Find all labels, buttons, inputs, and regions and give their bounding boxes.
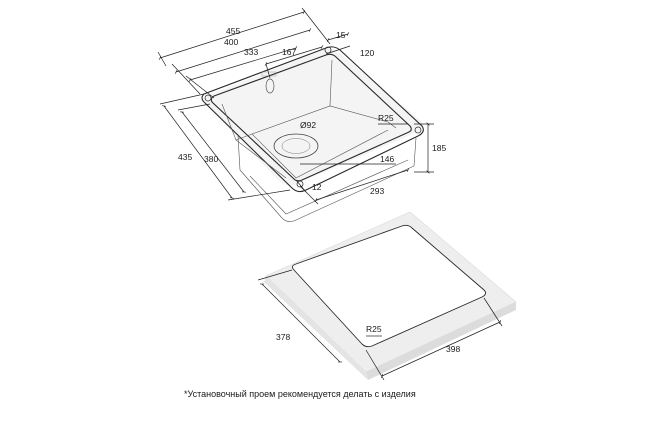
dim-overall-length: 455 bbox=[226, 26, 240, 36]
sink-rim-outer bbox=[201, 46, 424, 193]
sink-drawing bbox=[201, 46, 424, 222]
dim-height: 185 bbox=[432, 143, 446, 153]
clip-left bbox=[204, 94, 212, 102]
sink-drain bbox=[273, 133, 319, 159]
dim-rim-width: 15 bbox=[336, 30, 346, 40]
dim-cutout-length: 398 bbox=[446, 344, 460, 354]
dim-bottom-length: 293 bbox=[370, 186, 384, 196]
cutout-dimension-lines bbox=[257, 269, 503, 381]
dim-overall-width: 435 bbox=[178, 152, 192, 162]
dim-cutout-width: 378 bbox=[276, 332, 290, 342]
installation-footnote: *Установочный проем рекомендуется делать… bbox=[184, 389, 416, 399]
dim-outer-length: 400 bbox=[224, 37, 238, 47]
sink-rim-inner bbox=[210, 53, 412, 182]
dim-cutout-radius: R25 bbox=[366, 324, 382, 334]
dim-corner-radius: R25 bbox=[378, 113, 394, 123]
dim-drain-side-offset: 146 bbox=[380, 154, 394, 164]
clip-right bbox=[414, 126, 422, 134]
dim-drain-offset: 167 bbox=[282, 47, 296, 57]
sink-body bbox=[206, 48, 423, 186]
dim-drain-diameter: Ø92 bbox=[300, 120, 316, 130]
cutout-drawing bbox=[264, 211, 517, 380]
dim-inner-length: 333 bbox=[244, 47, 258, 57]
sink-drain-inner bbox=[281, 138, 311, 154]
sink-dimension-labels: 455 400 333 167 15 120 435 380 Ø92 R25 1… bbox=[178, 26, 446, 196]
clip-bottom bbox=[296, 180, 304, 188]
cutout-dimension-labels: 378 398 R25 bbox=[276, 324, 460, 354]
dim-outer-width: 380 bbox=[204, 154, 218, 164]
dim-depth-offset: 120 bbox=[360, 48, 374, 58]
dim-flange: 12 bbox=[312, 182, 322, 192]
sink-dimension-lines bbox=[157, 7, 434, 205]
